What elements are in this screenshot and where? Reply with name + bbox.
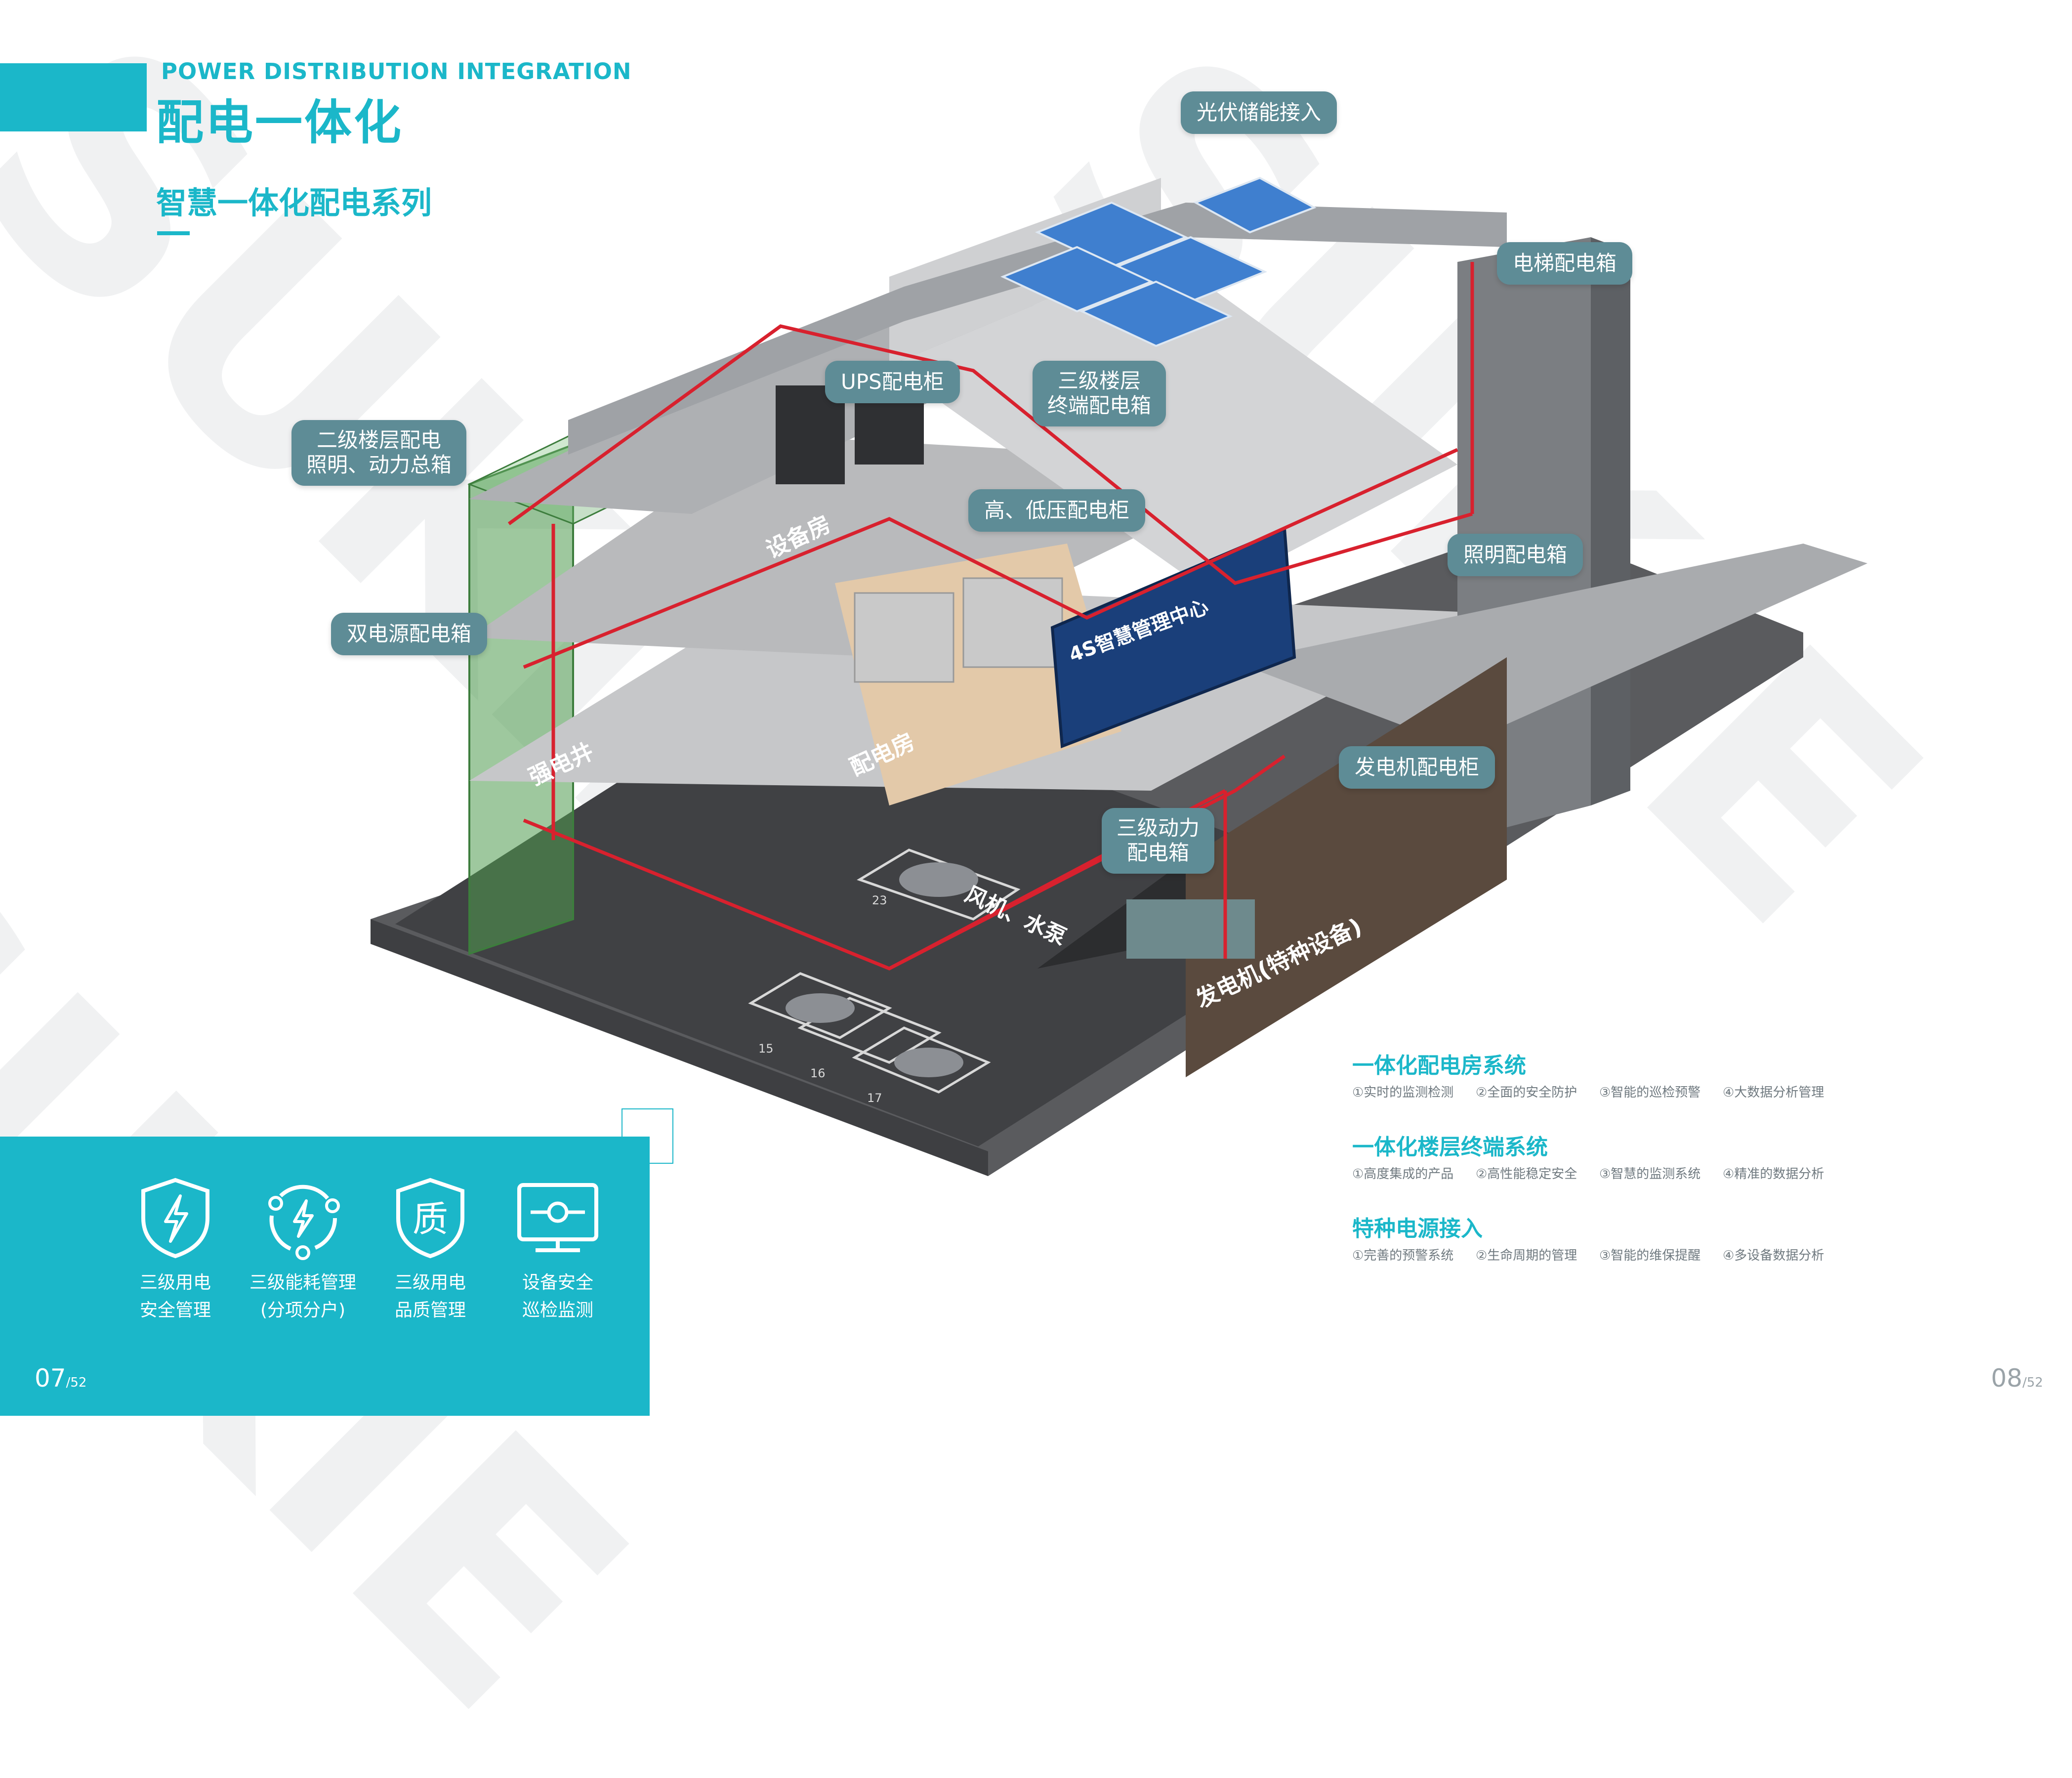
section-title: 一体化配电房系统 xyxy=(1352,1053,1526,1078)
callout-solar: 光伏储能接入 xyxy=(1181,91,1337,134)
feature-label: 三级用电 安全管理 xyxy=(111,1269,240,1324)
page-number: 07 xyxy=(35,1364,66,1393)
callout-generator-cabinet: 发电机配电柜 xyxy=(1339,746,1495,789)
feature-label: 三级用电 品质管理 xyxy=(366,1269,495,1324)
roof xyxy=(568,203,1507,455)
section-item: ③智能的巡检预警 xyxy=(1599,1085,1701,1100)
page-number-right: 08/52 xyxy=(1991,1364,2043,1393)
monitor-icon xyxy=(494,1176,622,1260)
building-illustration: 4S智慧管理中心 设备房 配电房 强电井 风机、水泵 发电机(特种设备) 23 … xyxy=(371,176,1867,1176)
power-shaft xyxy=(468,443,574,955)
callout-floor-terminal: 三级楼层 终端配电箱 xyxy=(1033,361,1166,426)
solar-panels xyxy=(1000,176,1317,347)
section-item: ④多设备数据分析 xyxy=(1723,1248,1824,1263)
energy-cycle-icon xyxy=(239,1176,367,1260)
callout-power-box-line2: 配电箱 xyxy=(1127,841,1190,865)
callout-secondary-line1: 二级楼层配电 xyxy=(317,428,442,452)
callout-secondary-box: 二级楼层配电 照明、动力总箱 xyxy=(291,420,467,486)
parking-spot-23: 23 xyxy=(872,893,887,907)
callout-lighting-box: 照明配电箱 xyxy=(1448,534,1583,577)
section-item: ③智能的维保提醒 xyxy=(1599,1248,1701,1263)
callout-dual-power-box: 双电源配电箱 xyxy=(331,613,488,656)
page-number-left: 07/52 xyxy=(35,1364,86,1393)
feature-label-line2: 品质管理 xyxy=(394,1300,466,1320)
section-item: ②全面的安全防护 xyxy=(1476,1085,1577,1100)
section-item: ②生命周期的管理 xyxy=(1476,1248,1577,1263)
section-title: 一体化楼层终端系统 xyxy=(1352,1135,1548,1160)
callout-floor-terminal-line2: 终端配电箱 xyxy=(1047,393,1152,418)
page-subtitle: 智慧一体化配电系列 xyxy=(156,185,432,221)
section-item: ③智慧的监测系统 xyxy=(1599,1167,1701,1182)
feature-label-line2: (分项分户) xyxy=(260,1300,346,1320)
cars xyxy=(786,862,978,1077)
section-items: ①高度集成的产品 ②高性能稳定安全 ③智慧的监测系统 ④精准的数据分析 xyxy=(1352,1164,1846,1182)
parking-spot-16: 16 xyxy=(810,1066,826,1080)
section-item: ①完善的预警系统 xyxy=(1352,1248,1454,1263)
feature-label-line2: 巡检监测 xyxy=(522,1300,593,1320)
feature-label-line1: 三级能耗管理 xyxy=(249,1272,356,1293)
section-title: 特种电源接入 xyxy=(1352,1216,1483,1241)
page-title: 配电一体化 xyxy=(156,95,403,150)
callout-elevator-box: 电梯配电箱 xyxy=(1497,242,1633,285)
section-items: ①完善的预警系统 ②生命周期的管理 ③智能的维保提醒 ④多设备数据分析 xyxy=(1352,1245,1846,1264)
callout-power-box-line1: 三级动力 xyxy=(1117,816,1200,840)
section-item: ④大数据分析管理 xyxy=(1723,1085,1824,1100)
page-total: /52 xyxy=(2022,1375,2043,1390)
parking-spot-17: 17 xyxy=(867,1091,882,1105)
office-floor xyxy=(889,252,1457,593)
elevator-tower-side xyxy=(1591,237,1630,805)
section-item: ②高性能稳定安全 xyxy=(1476,1167,1577,1182)
page-total: /52 xyxy=(66,1375,87,1390)
power-wiring xyxy=(507,262,1474,971)
feature-energy: 三级能耗管理 (分项分户) xyxy=(239,1176,367,1324)
section-item: ④精准的数据分析 xyxy=(1723,1167,1824,1182)
section-item: ①实时的监测检测 xyxy=(1352,1085,1454,1100)
callout-secondary-line2: 照明、动力总箱 xyxy=(306,453,452,477)
parking-floor xyxy=(395,672,1383,1146)
callout-floor-terminal-line1: 三级楼层 xyxy=(1058,369,1141,393)
page-title-en: POWER DISTRIBUTION INTEGRATION xyxy=(161,58,632,85)
parking-spot-15: 15 xyxy=(758,1042,774,1056)
feature-inspection: 设备安全 巡检监测 xyxy=(494,1176,622,1324)
ground-side xyxy=(371,919,988,1176)
header-accent-bar xyxy=(0,63,147,131)
quality-shield-icon: 质 xyxy=(366,1176,495,1260)
page-number: 08 xyxy=(1991,1364,2023,1393)
shield-bolt-icon xyxy=(111,1176,240,1260)
feature-label: 设备安全 巡检监测 xyxy=(494,1269,622,1324)
callout-power-box: 三级动力 配电箱 xyxy=(1102,808,1215,874)
section-item: ①高度集成的产品 xyxy=(1352,1167,1454,1182)
feature-quality: 质 三级用电 品质管理 xyxy=(366,1176,495,1324)
hv-lv-cabinets xyxy=(854,577,1063,683)
feature-label-line1: 设备安全 xyxy=(522,1272,593,1293)
feature-label-line2: 安全管理 xyxy=(139,1300,211,1320)
generator-unit xyxy=(1126,899,1255,959)
quality-icon-char: 质 xyxy=(413,1198,448,1240)
feature-label: 三级能耗管理 (分项分户) xyxy=(239,1269,367,1324)
terrace xyxy=(1235,544,1867,746)
callout-ups-cabinet: UPS配电柜 xyxy=(825,361,960,404)
feature-safety: 三级用电 安全管理 xyxy=(111,1176,240,1324)
subtitle-underline xyxy=(157,231,190,235)
section-items: ①实时的监测检测 ②全面的安全防护 ③智能的巡检预警 ④大数据分析管理 xyxy=(1352,1082,1846,1101)
callout-hv-lv-cabinet: 高、低压配电柜 xyxy=(968,489,1146,532)
feature-label-line1: 三级用电 xyxy=(139,1272,211,1293)
feature-label-line1: 三级用电 xyxy=(394,1272,466,1293)
